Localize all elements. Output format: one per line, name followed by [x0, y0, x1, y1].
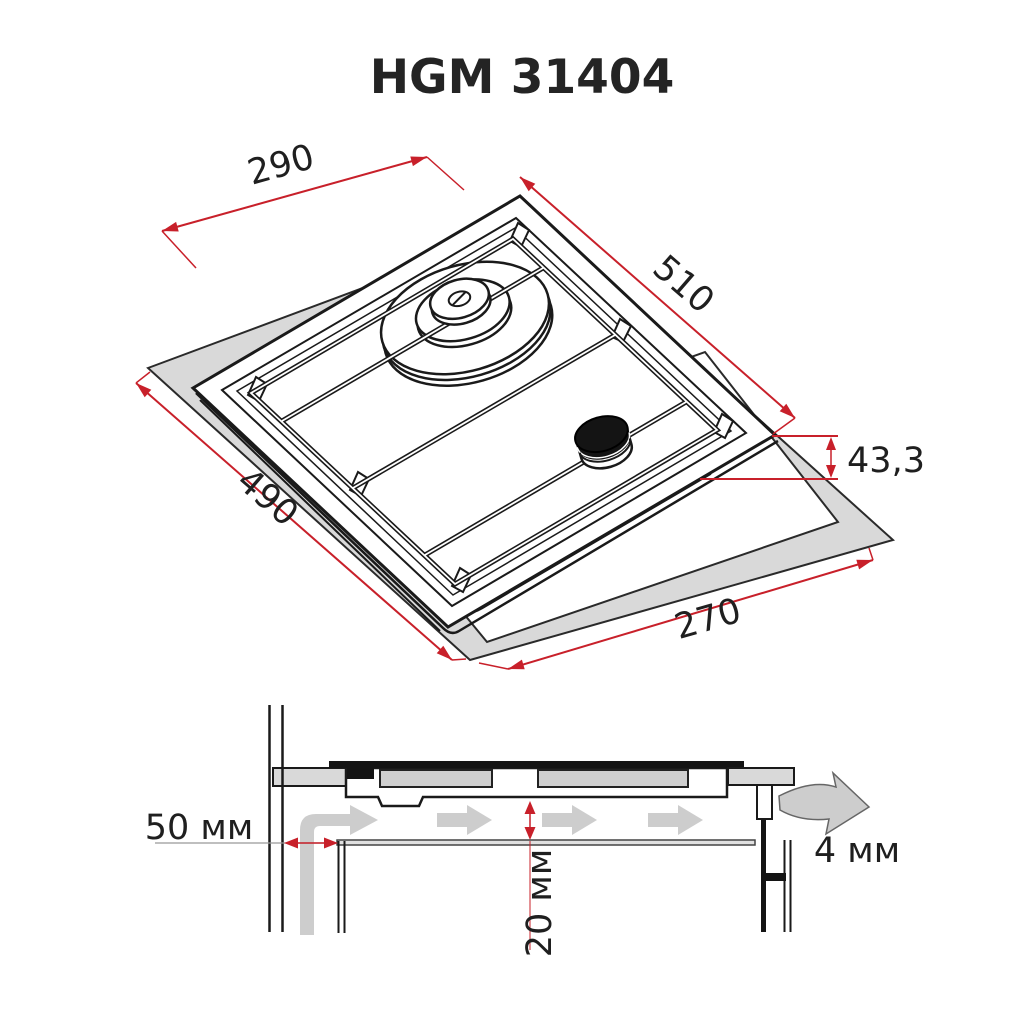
rear-vent-gap-label: 4 мм	[814, 831, 900, 871]
bottom-clearance-label: 20 мм	[520, 849, 560, 957]
wall-gap-arrow	[284, 837, 338, 849]
dimension-490	[135, 371, 467, 661]
worktop-left-section	[272, 767, 347, 787]
airflow-arrow	[542, 805, 597, 835]
dimension-510	[519, 176, 796, 435]
cabinet-right-panel	[761, 820, 792, 932]
airflow-arrows	[300, 770, 871, 935]
page-title: HGM 31404	[370, 50, 675, 105]
dimension-290	[161, 156, 465, 269]
bottom-clearance-arrow	[524, 801, 536, 950]
dimension-270	[478, 547, 874, 670]
wall-gap-label: 50 мм	[145, 808, 253, 848]
pan-support	[246, 221, 735, 594]
worktop-right-section	[727, 767, 795, 786]
dimension-510-label: 510	[645, 248, 722, 322]
dimension-43-3-label: 43,3	[847, 441, 925, 481]
dimension-43-3	[700, 435, 838, 480]
cross-section-view: 50 мм 20 мм 4 мм	[145, 705, 900, 957]
airflow-arrow	[437, 805, 492, 835]
hob-edge-lines	[195, 392, 779, 635]
vent-exit-arrow	[778, 770, 871, 836]
hob-rear-spacer	[756, 784, 773, 820]
wall	[268, 705, 284, 932]
airflow-elbow-arrow	[300, 805, 378, 935]
cabinet-shelf	[336, 839, 756, 846]
hob-burner-part	[347, 768, 374, 779]
isometric-view: 290 510 490 270	[135, 137, 925, 670]
burner-cap	[428, 277, 492, 326]
control-knob	[574, 415, 634, 470]
hob-inner-block-left	[379, 769, 493, 788]
pan-support-frame-inner	[249, 237, 719, 586]
cabinet-left-panel	[337, 841, 346, 933]
hob-top-slab	[329, 761, 744, 768]
airflow-arrow	[648, 805, 703, 835]
hob-inner-block-right	[537, 769, 689, 788]
dimension-290-label: 290	[244, 137, 319, 193]
